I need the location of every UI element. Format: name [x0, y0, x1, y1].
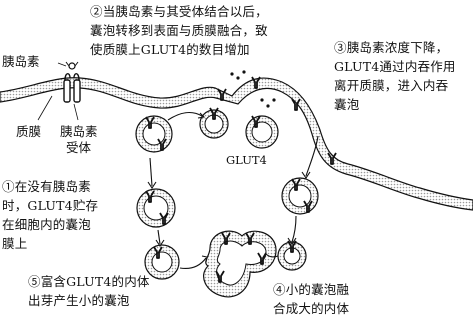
insulin-receptor [63, 73, 81, 103]
step-4-note: ④小的囊泡融 合成大的内体 [273, 280, 349, 318]
step-3-line-2: GLUT4通过内吞作用 [334, 59, 456, 74]
step-5-line-2: 出芽产生小的囊泡 [28, 293, 130, 308]
endosome-large [203, 230, 277, 298]
step-1-line-4: 膜上 [2, 236, 28, 251]
vesicle-endocytic [281, 177, 319, 215]
step-2-line-3: 使质膜上GLUT4的数目增加 [90, 42, 250, 57]
plasma-membrane [0, 77, 473, 211]
step-1-line-2: 时，GLUT4贮存 [2, 198, 99, 213]
vesicle-fusing [199, 107, 229, 139]
vesicle-top-left [135, 115, 173, 153]
vesicle-budding [144, 244, 180, 280]
insulin-label: 胰岛素 [2, 54, 40, 69]
step-4-line-2: 合成大的内体 [273, 301, 350, 316]
step-2-line-1: ②当胰岛素与其受体结合以后， [90, 4, 268, 19]
plasma-membrane-label: 质膜 [16, 124, 42, 139]
cycle-arrows [147, 111, 319, 270]
receptor-label-line2: 受体 [66, 140, 92, 155]
vesicle-left [136, 188, 176, 228]
receptor-label-line1: 胰岛素 [60, 124, 98, 139]
step-1-note: ①在没有胰岛素 时，GLUT4贮存 在细胞内的囊泡 膜上 [2, 177, 98, 253]
vesicles [135, 107, 319, 298]
step-3-line-4: 囊泡 [334, 97, 360, 112]
step-3-note: ③胰岛素浓度下降， GLUT4通过内吞作用 离开质膜，进入内吞 囊泡 [334, 38, 456, 114]
step-3-line-1: ③胰岛素浓度下降， [334, 40, 449, 55]
step-5-line-1: ⑤富含GLUT4的内体 [28, 274, 150, 289]
step-4-line-1: ④小的囊泡融 [273, 282, 350, 297]
vesicle-right-middle [277, 240, 307, 271]
step-3-line-3: 离开质膜，进入内吞 [334, 78, 449, 93]
glut4-label: GLUT4 [226, 153, 267, 167]
insulin-molecule [65, 61, 79, 70]
glucose-dots [230, 70, 276, 108]
step-2-line-2: 囊泡转移到表面与质膜融合，致 [90, 23, 268, 38]
step-5-note: ⑤富含GLUT4的内体 出芽产生小的囊泡 [28, 272, 150, 310]
vesicle-upper-right [245, 115, 279, 149]
step-1-line-3: 在细胞内的囊泡 [2, 217, 91, 232]
step-2-note: ②当胰岛素与其受体结合以后， 囊泡转移到表面与质膜融合，致 使质膜上GLUT4的… [90, 2, 268, 59]
step-1-line-1: ①在没有胰岛素 [2, 179, 91, 194]
